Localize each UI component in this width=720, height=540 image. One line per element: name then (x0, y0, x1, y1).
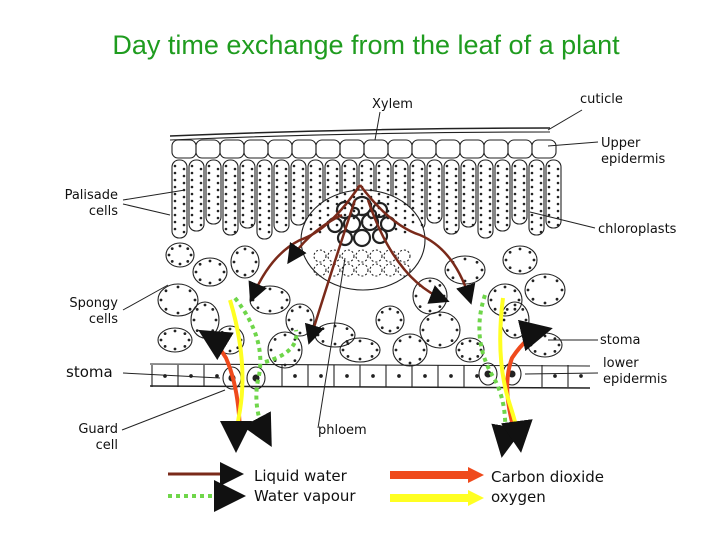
page-title: Day time exchange from the leaf of a pla… (112, 30, 620, 60)
leaf-tissue (149, 127, 591, 390)
legend-liquid-water: Liquid water (254, 467, 347, 485)
spongy-cells (157, 242, 566, 369)
phloem-cells (313, 249, 411, 277)
legend-oxygen: oxygen (491, 488, 546, 506)
water-vapour-arrows (233, 294, 523, 458)
chloroplasts-label: chloroplasts (598, 222, 677, 237)
liquid-water-arrows (248, 184, 476, 345)
lower-epidermis-cells (149, 363, 591, 389)
stoma-left-label: stoma (66, 363, 113, 381)
cuticle-layer (169, 127, 551, 137)
cuticle-label: cuticle (580, 92, 623, 107)
chloroplast-dots (159, 164, 564, 367)
phloem-label: phloem (318, 423, 367, 438)
xylem-label: Xylem (372, 97, 413, 112)
legend-water-vapour: Water vapour (254, 487, 356, 505)
legend-carbon-dioxide: Carbon dioxide (491, 468, 605, 486)
leader-lines (121, 109, 599, 431)
legend-swatches (168, 462, 484, 512)
oxygen-arrows (220, 297, 533, 453)
palisade-cells (171, 159, 562, 240)
upper-epidermis-cells (171, 139, 557, 159)
stoma-right-label: stoma (600, 333, 641, 348)
